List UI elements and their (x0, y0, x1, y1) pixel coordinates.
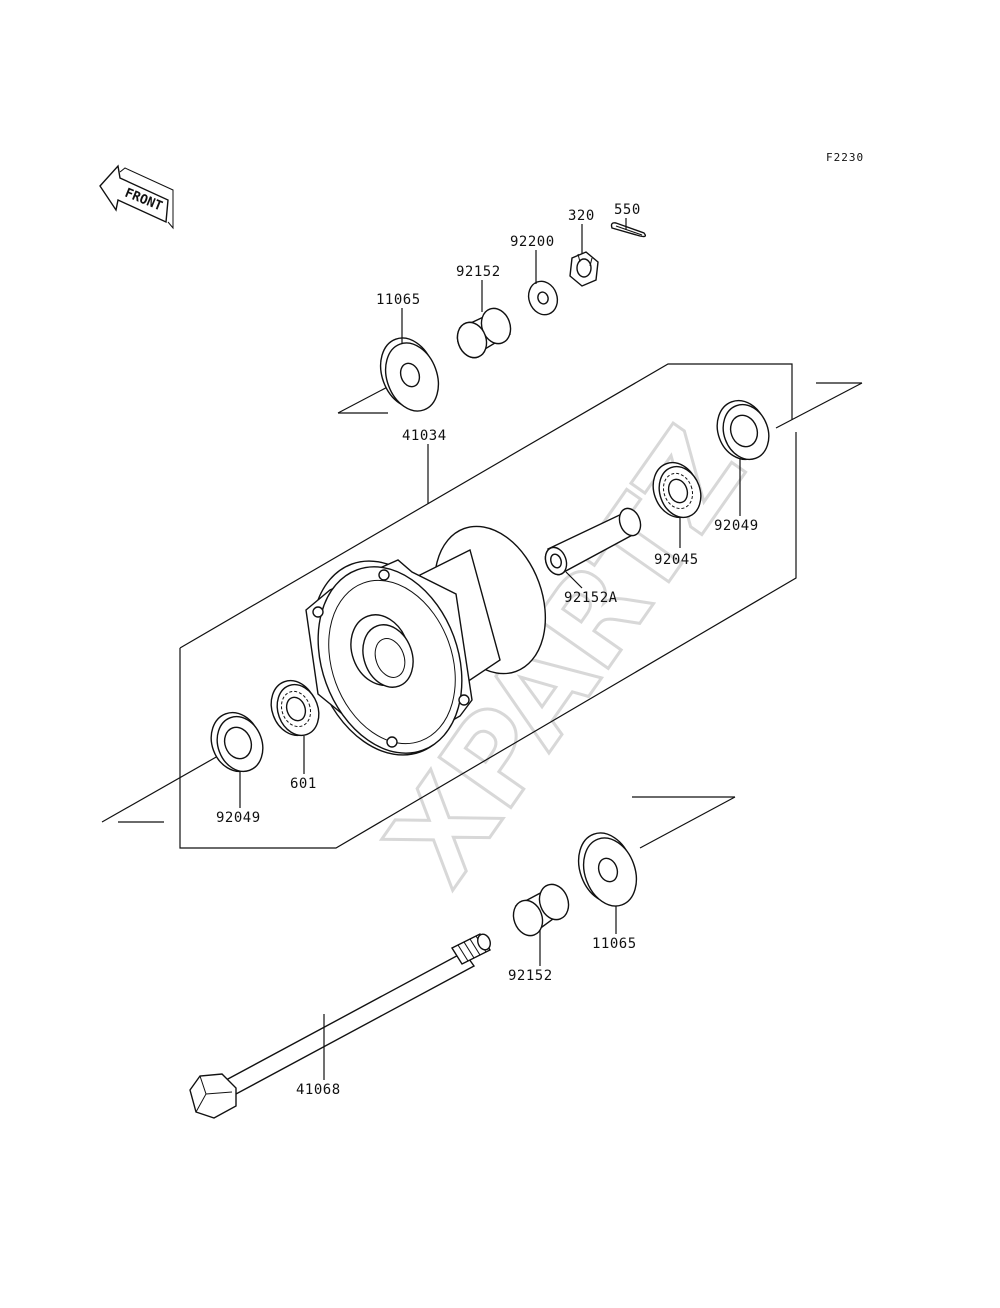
label-92152-bottom: 92152 (508, 968, 553, 984)
washer-11065-top (379, 337, 440, 412)
label-11065-top: 11065 (376, 292, 421, 308)
washer-92200 (527, 280, 559, 316)
label-320: 320 (568, 208, 595, 224)
cotter-pin-550 (610, 222, 647, 238)
collar-92152-bottom (512, 883, 570, 937)
label-92045: 92045 (654, 552, 699, 568)
label-92200: 92200 (510, 234, 555, 250)
label-41068: 41068 (296, 1082, 341, 1098)
label-92152A: 92152A (564, 590, 618, 606)
hub-41034 (305, 525, 547, 756)
diagram-code: F2230 (826, 151, 864, 164)
label-92049-right: 92049 (714, 518, 759, 534)
bearing-92045 (652, 461, 702, 519)
label-601: 601 (290, 776, 317, 792)
collar-92152-top (456, 307, 512, 359)
front-direction-arrow: FRONT (99, 164, 174, 230)
leader-lines (239, 218, 741, 1080)
label-92049-left: 92049 (216, 810, 261, 826)
seal-92049-right (716, 399, 770, 461)
washer-11065-bottom (577, 832, 638, 907)
spacer-92152A (544, 507, 642, 576)
axle-bolt-41068 (189, 933, 492, 1119)
castle-nut-320 (569, 251, 599, 287)
label-41034: 41034 (402, 428, 447, 444)
seal-92049-left (210, 711, 264, 773)
hub-assembly-frame (179, 363, 797, 849)
label-550: 550 (614, 202, 641, 218)
bearing-601 (270, 679, 320, 737)
label-11065-bottom: 11065 (592, 936, 637, 952)
label-92152-top: 92152 (456, 264, 501, 280)
part-labels: 11065 92152 92200 320 550 41034 92049 92… (216, 202, 759, 1098)
